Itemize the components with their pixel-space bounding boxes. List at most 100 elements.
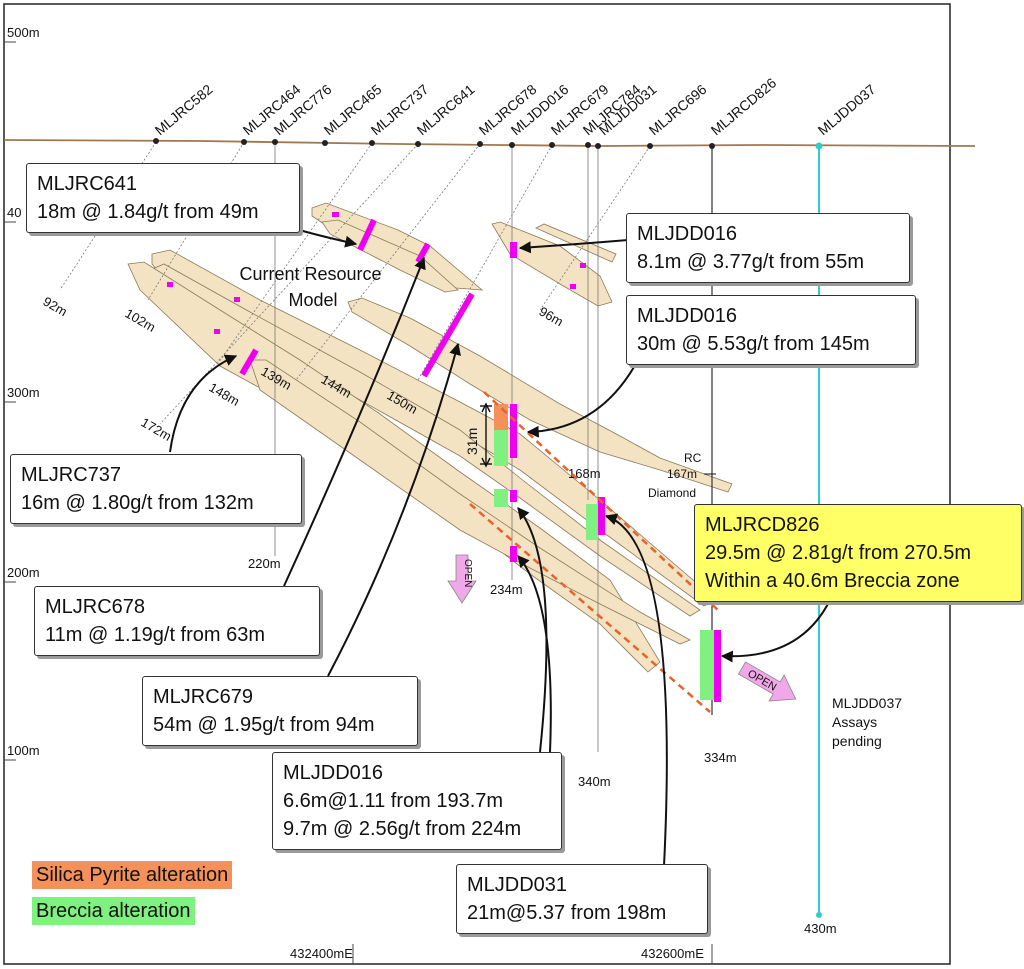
collar-mljrc464 [241, 139, 247, 145]
collar-mljrc678 [477, 141, 483, 147]
callout-mljrc679: MLJRC679 54m @ 1.95g/t from 94m [142, 676, 418, 746]
leader-mljrcd826 [720, 599, 831, 663]
open-arrow-southeast: OPEN [737, 661, 797, 702]
transition-diamond: Diamond [648, 486, 696, 500]
minor-intercept [570, 284, 576, 289]
minor-intercept [234, 297, 240, 302]
callout-result: 30m @ 5.53g/t from 145m [637, 333, 870, 355]
leader-mljdd016-b [526, 359, 639, 438]
hole-label-mljrc582: MLJRC582 [152, 81, 216, 138]
callout-result: 16m @ 1.80g/t from 132m [21, 492, 254, 514]
callout-mljdd016-a: MLJDD016 8.1m @ 3.77g/t from 55m [626, 213, 910, 283]
depth-label-340m: 340m [578, 774, 611, 789]
elevation-label-400: 40 [7, 205, 21, 220]
trend-line-lower [469, 503, 711, 713]
callout-result: 8.1m @ 3.77g/t from 55m [637, 251, 865, 273]
collar-mljdd016 [509, 142, 515, 148]
collar-mljdd037 [815, 142, 823, 150]
callout-result: 21m@5.37 from 198m [467, 902, 667, 924]
breccia-zone-mljdd016-lower [494, 489, 508, 507]
collar-mljrc776 [272, 139, 278, 145]
trace-mljrc679 [417, 144, 553, 381]
callout-title: MLJRCD826 [705, 514, 820, 536]
trend-line-upper [483, 391, 721, 613]
callout-title: MLJDD016 [637, 305, 738, 327]
callout-title: MLJRC678 [45, 596, 146, 618]
lens-deep-south [249, 359, 691, 645]
depth-label-102m: 102m [123, 306, 159, 335]
trace-mljrc641 [295, 143, 481, 381]
elevation-label-300: 300m [7, 385, 40, 400]
callout-result: 18m @ 1.84g/t from 49m [37, 201, 259, 223]
collar-mljrcd826 [709, 143, 715, 149]
collar-mljrc737 [369, 140, 375, 146]
intercept-mljdd031 [598, 497, 605, 535]
transition-rc: RC [684, 451, 702, 465]
callout-mljrcd826: MLJRCD826 29.5m @ 2.81g/t from 270.5m Wi… [694, 504, 1022, 602]
silica-pyrite-zone-mljdd016 [494, 404, 508, 430]
intercept-mljrc737 [239, 348, 259, 376]
legend-breccia: Breccia alteration [32, 897, 195, 925]
minor-intercept [332, 212, 339, 217]
pending-line2: pending [832, 733, 882, 749]
minor-intercept [214, 329, 220, 334]
trace-mljrc696 [539, 145, 651, 311]
minor-intercept [580, 263, 586, 268]
callout-title: MLJRC737 [21, 464, 122, 486]
leader-mljrc679 [327, 342, 461, 677]
depth-label-234m: 234m [490, 582, 523, 597]
callout-title: MLJRC679 [153, 686, 254, 708]
end-mljdd037 [816, 912, 822, 918]
callout-note: Within a 40.6m Breccia zone [705, 570, 960, 592]
collar-mljrc582 [153, 138, 159, 144]
callout-title: MLJRC641 [37, 173, 138, 195]
leader-mljdd016-c1 [517, 507, 548, 753]
breccia-zone-mljdd031 [586, 504, 598, 540]
leader-mljdd031 [604, 513, 668, 867]
elevation-label-200: 200m [7, 565, 40, 580]
callout-mljrc737: MLJRC737 16m @ 1.80g/t from 132m [10, 454, 302, 524]
transition-depth: 167m [667, 467, 697, 481]
intercept-mljrcd826 [714, 630, 721, 702]
lens-upper-east-stub [535, 223, 617, 263]
leader-mljrc737 [169, 354, 238, 453]
ground-surface [3, 139, 976, 147]
leader-mljdd016-c2 [517, 555, 552, 753]
depth-label-220m: 220m [248, 556, 281, 571]
resource-model-label: Current Resource Model [239, 264, 386, 310]
intercept-mljrc679 [421, 292, 475, 378]
collar-mljrc696 [647, 143, 653, 149]
elevation-label-100: 100m [7, 743, 40, 758]
callout-mljrc678: MLJRC678 11m @ 1.19g/t from 63m [34, 586, 320, 656]
intercept-mljdd016-main [510, 404, 517, 458]
breccia-zone-mljrcd826 [700, 630, 714, 700]
breccia-zone-mljdd016 [494, 430, 508, 466]
collar-mljrc784 [585, 142, 591, 148]
depth-label-430m: 430m [804, 921, 837, 936]
callout-result: 29.5m @ 2.81g/t from 270.5m [705, 542, 971, 564]
callout-title: MLJDD031 [467, 874, 568, 896]
depth-label-172m: 172m [139, 415, 175, 444]
elevation-label-500: 500m [7, 25, 40, 40]
easting-label-432600: 432600mE [641, 946, 704, 961]
collar-mljrc641 [415, 141, 421, 147]
callout-result: 6.6m@1.11 from 193.7m [283, 790, 504, 812]
depth-label-334m: 334m [704, 750, 737, 765]
easting-label-432400: 432400mE [290, 946, 353, 961]
svg-text:OPEN: OPEN [462, 559, 473, 587]
interval-label: 31m [464, 428, 480, 455]
callout-title: MLJDD016 [637, 223, 738, 245]
intercept-mljdd016-lower [510, 490, 517, 502]
depth-label-92m: 92m [41, 294, 70, 320]
leader-mljdd016-a [518, 239, 629, 254]
hole-label-mljdd037: MLJDD037 [815, 81, 879, 138]
collar-mljrc679 [549, 142, 555, 148]
callout-mljdd031: MLJDD031 21m@5.37 from 198m [456, 864, 708, 934]
intercept-mljdd016-deep [510, 546, 517, 562]
callout-mljdd016-b: MLJDD016 30m @ 5.53g/t from 145m [626, 295, 916, 365]
intercept-mljdd016-upper [510, 242, 517, 258]
legend-silica-pyrite: Silica Pyrite alteration [32, 861, 233, 889]
callout-result: 11m @ 1.19g/t from 63m [45, 624, 266, 646]
collar-mljdd031 [595, 143, 601, 149]
